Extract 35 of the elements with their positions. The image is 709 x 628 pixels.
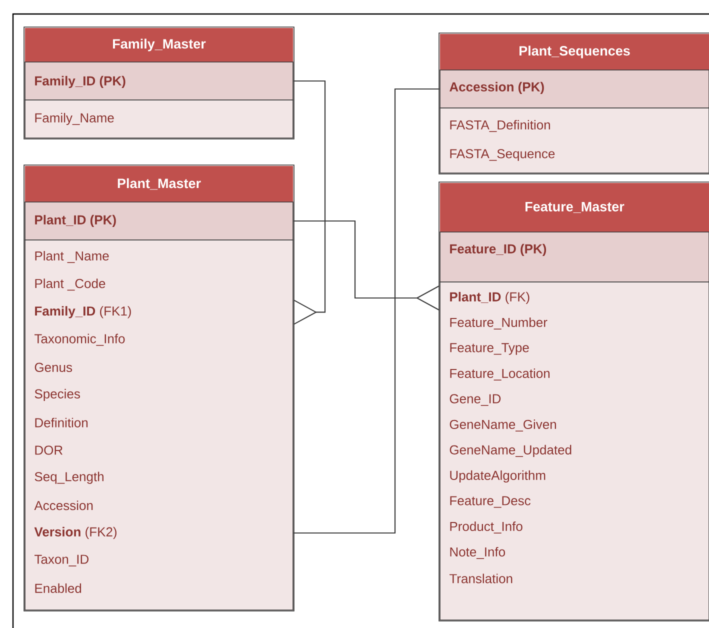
field-name: DOR <box>35 446 62 455</box>
field-name: GeneName_Updated <box>450 444 572 458</box>
field-name: Translation <box>450 574 512 584</box>
field-name: Product_Info <box>450 521 522 534</box>
field-name: Plant _Name <box>35 250 109 263</box>
field-name: Genus <box>34 362 72 372</box>
field-name: Family_Name <box>35 112 114 126</box>
field-name: Plant_ID (FK) <box>450 292 530 304</box>
field-name: Enabled <box>35 583 82 593</box>
field-name: Seq_Length <box>34 472 104 484</box>
field-name: Taxon_ID <box>34 554 88 566</box>
key-field: Feature_ID (PK) <box>450 244 546 256</box>
field-name: Feature_Desc <box>450 496 530 508</box>
field-name: Species <box>34 388 80 402</box>
field-name: Definition <box>35 418 88 428</box>
field-name: FASTA_Sequence <box>450 149 555 161</box>
key-field: Family_ID (PK) <box>35 76 126 88</box>
field-name: UpdateAlgorithm <box>450 470 546 483</box>
field-name: Taxonomic_Info <box>34 334 125 346</box>
field-name: FASTA_Definition <box>450 120 550 132</box>
relationship-line <box>293 220 440 310</box>
relationship-line <box>293 88 440 534</box>
relationship-line <box>293 80 326 325</box>
field-name: Accession <box>34 500 93 510</box>
field-name: Plant _Code <box>35 278 106 291</box>
key-field: Plant_ID (PK) <box>35 214 116 228</box>
field-name: Note_Info <box>450 547 506 559</box>
field-name: Version (FK2) <box>34 526 116 540</box>
field-name: Family_ID (FK1) <box>35 306 131 318</box>
field-name: Gene_ID <box>450 394 501 406</box>
field-name: Feature_Type <box>450 343 529 355</box>
field-name: Feature_Number <box>450 317 548 330</box>
key-field: Accession (PK) <box>450 82 544 94</box>
field-name: Feature_Location <box>450 368 550 380</box>
field-name: GeneName_Given <box>450 419 556 432</box>
